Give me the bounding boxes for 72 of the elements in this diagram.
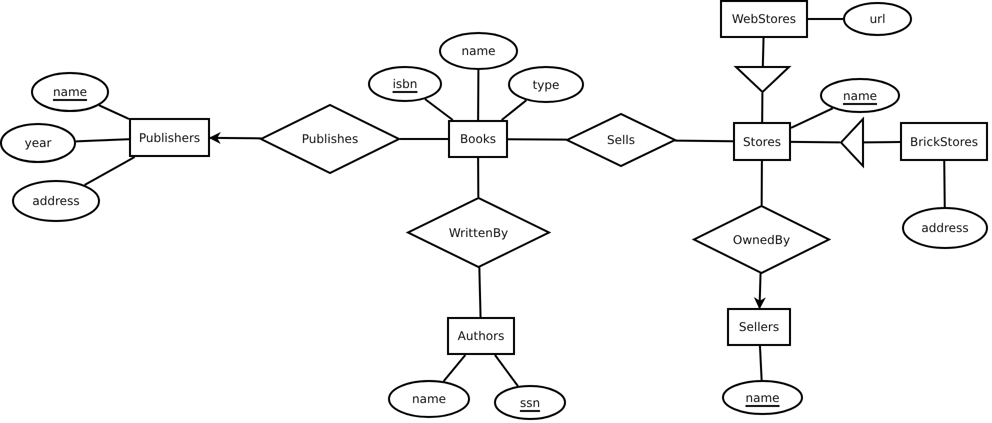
attribute-ellipse xyxy=(0,123,76,163)
relationship-diamond xyxy=(407,197,550,268)
connector-line xyxy=(400,138,448,140)
relationship-diamond xyxy=(693,205,830,274)
entity-box xyxy=(733,122,791,161)
key-attribute-ellipse xyxy=(820,78,900,113)
attribute-name: address xyxy=(921,221,969,235)
isa-triangle xyxy=(840,118,864,167)
key-attribute-ellipse xyxy=(494,385,566,420)
relationship-name: Sells xyxy=(607,133,635,147)
entity-box xyxy=(447,317,515,355)
key-attribute-name: ssn xyxy=(520,396,540,410)
connector-line xyxy=(84,156,136,186)
entity-box xyxy=(448,120,508,158)
entity-box xyxy=(720,0,808,38)
attribute-ellipse xyxy=(508,66,584,103)
entity-name: WebStores xyxy=(732,12,796,26)
connector-line xyxy=(760,161,763,206)
attribute-ellipse xyxy=(902,207,988,249)
key-attribute-ellipse xyxy=(368,66,442,102)
key-attribute-name: name xyxy=(842,88,878,102)
key-attribute-name: name xyxy=(52,85,88,99)
connector-line xyxy=(477,70,480,120)
attribute-name: name xyxy=(412,392,446,406)
entity-box xyxy=(727,308,791,346)
attribute-name: address xyxy=(32,194,80,208)
arrow xyxy=(208,132,262,144)
relationship-name: OwnedBy xyxy=(732,232,790,246)
entity-name: Authors xyxy=(458,329,504,343)
key-attribute-ellipse xyxy=(722,380,803,415)
entity-name: Stores xyxy=(743,134,781,148)
attribute-name: type xyxy=(532,78,560,92)
connector-line xyxy=(808,18,843,20)
attribute-ellipse xyxy=(388,380,470,418)
connector-line xyxy=(761,93,764,122)
relationship-diamond xyxy=(260,104,400,174)
connector-line xyxy=(674,140,734,142)
entity-name: Books xyxy=(460,132,496,146)
arrow xyxy=(754,273,766,310)
attribute-ellipse xyxy=(843,2,912,36)
entity-box xyxy=(900,122,988,161)
connector-line xyxy=(508,138,567,141)
connector-line xyxy=(758,346,763,380)
connector-line xyxy=(790,140,840,144)
attribute-name: year xyxy=(24,136,52,150)
connector-line xyxy=(790,107,834,129)
connector-line xyxy=(762,38,765,66)
key-attribute-name: isbn xyxy=(392,77,418,91)
connector-line xyxy=(424,98,454,121)
attribute-name: name xyxy=(461,44,496,58)
entity-name: BrickStores xyxy=(910,134,978,148)
key-attribute-ellipse xyxy=(31,72,109,112)
entity-name: Publishers xyxy=(138,130,200,144)
connector-line xyxy=(494,354,519,387)
connector-line xyxy=(477,158,480,198)
connector-line xyxy=(864,140,900,144)
relationship-name: WrittenBy xyxy=(448,226,508,240)
relationship-diamond xyxy=(566,113,676,167)
connector-line xyxy=(76,138,130,142)
relationship-name: Publishes xyxy=(302,132,358,146)
entity-name: Sellers xyxy=(738,320,780,334)
connector-line xyxy=(943,160,946,208)
key-attribute-name: name xyxy=(745,390,780,404)
connector-line xyxy=(442,354,466,382)
connector-line xyxy=(501,100,527,121)
connector-line xyxy=(98,104,130,120)
entity-box xyxy=(129,118,210,157)
isa-triangle xyxy=(735,66,790,93)
connector-line xyxy=(478,268,482,318)
attribute-ellipse xyxy=(439,32,518,70)
attribute-name: url xyxy=(870,12,886,26)
attribute-ellipse xyxy=(12,180,100,222)
